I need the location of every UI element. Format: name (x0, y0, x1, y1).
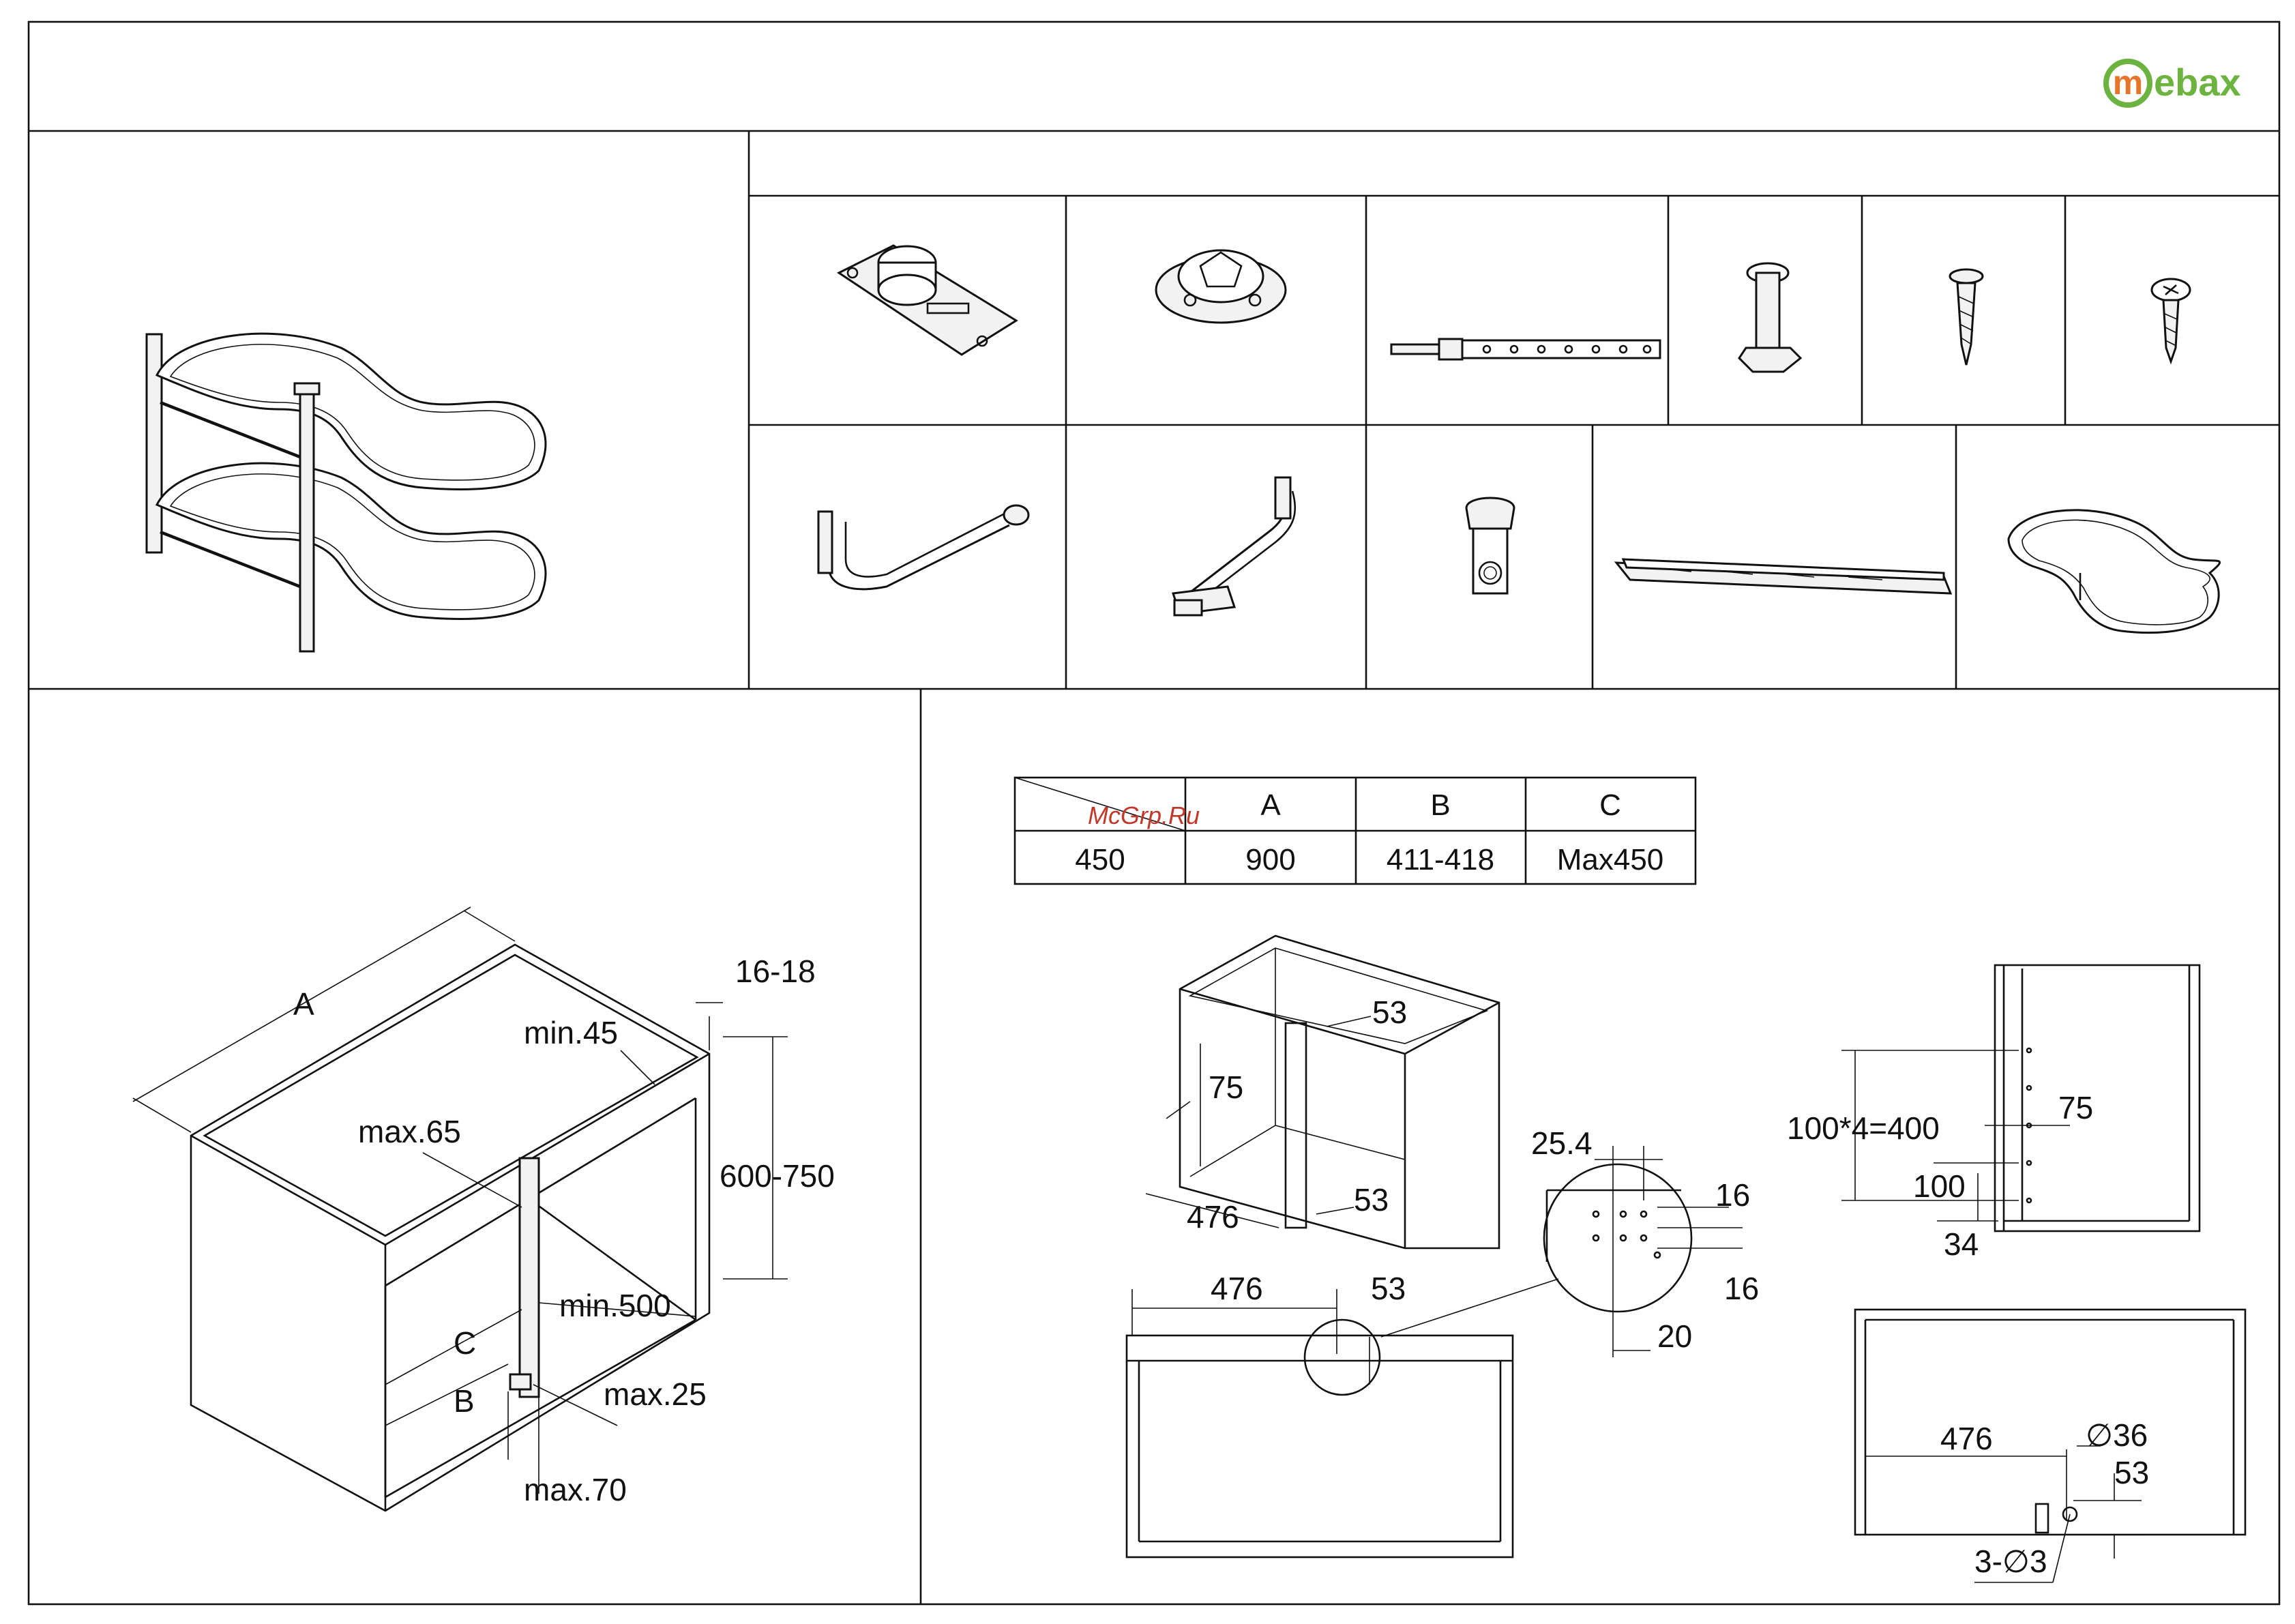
dim-min500: min.500 (559, 1288, 671, 1323)
mounting-rail-icon (1616, 559, 1951, 593)
wood-screw-icon (1950, 269, 1983, 365)
wall-post (147, 334, 162, 552)
dim-53-b: 53 (1371, 1271, 1406, 1306)
dim-20: 20 (1657, 1318, 1692, 1354)
brand-logo: m ebax (2106, 61, 2241, 105)
kidney-shelf-icon (2009, 510, 2220, 633)
dim-c: C (454, 1325, 476, 1361)
dim-476-a: 476 (1187, 1199, 1239, 1235)
curved-arm-icon (818, 505, 1028, 589)
dim-height: 600-750 (720, 1158, 835, 1194)
table-value-b: 411-418 (1387, 843, 1494, 876)
adjustable-rod-icon (1391, 339, 1660, 359)
dim-100: 100 (1913, 1168, 1966, 1204)
dim-max25: max.25 (604, 1376, 707, 1412)
table-header-c: C (1599, 788, 1621, 822)
table-value-a: 900 (1245, 843, 1295, 876)
upper-shelf (157, 334, 546, 489)
dim-d36: ∅36 (2086, 1417, 2148, 1453)
dim-b: B (454, 1383, 475, 1419)
dim-a: A (293, 986, 314, 1022)
dim-min45: min.45 (524, 1015, 618, 1050)
center-pole (300, 385, 314, 651)
detail-circle: 25.4 16 16 20 (1381, 1125, 1759, 1357)
dim-3xd3: 3-∅3 (1974, 1544, 2047, 1579)
table-header-b: B (1430, 788, 1450, 822)
logo-text: ebax (2154, 61, 2241, 104)
pole-pin-icon (1739, 263, 1801, 372)
side-view: 100*4=400 75 100 34 (1787, 965, 2200, 1262)
dim-16-b: 16 (1724, 1271, 1759, 1306)
bottom-view: 476 ∅36 53 3-∅3 (1855, 1310, 2245, 1582)
dim-25-4: 25.4 (1531, 1125, 1593, 1161)
dim-476-b: 476 (1211, 1271, 1263, 1306)
dim-max70: max.70 (524, 1472, 627, 1507)
logo-letter: m (2113, 63, 2143, 102)
dim-16-a: 16 (1715, 1177, 1750, 1213)
dim-75-r: 75 (2058, 1090, 2093, 1125)
dim-34: 34 (1944, 1226, 1979, 1262)
pivot-bracket-icon (839, 246, 1016, 355)
table-header-a: A (1260, 788, 1281, 822)
dim-53-top: 53 (1372, 994, 1407, 1030)
dim-100x4: 100*4=400 (1787, 1110, 1940, 1146)
dim-75: 75 (1209, 1069, 1243, 1105)
size-table: McGrp.Ru A B C 450 900 411-418 Max450 (1015, 778, 1696, 884)
top-view-panel: 476 53 (1127, 1271, 1513, 1557)
watermark: McGrp.Ru (1088, 801, 1200, 829)
table-value-c: Max450 (1557, 843, 1664, 876)
drilling-cabinet: 53 75 476 53 (1146, 936, 1499, 1248)
table-size: 450 (1075, 843, 1125, 876)
pan-head-screw-icon (2152, 279, 2190, 361)
dim-53-mid: 53 (1354, 1182, 1389, 1217)
dim-max65: max.65 (358, 1114, 461, 1149)
product-overview (147, 334, 546, 651)
cabinet-drawing: A 16-18 600-750 min.45 max.65 min.500 C … (133, 907, 835, 1511)
dim-476-c: 476 (1940, 1421, 1993, 1456)
pole-socket-icon (1156, 250, 1286, 323)
dim-53-c: 53 (2114, 1455, 2149, 1490)
clip-icon (1466, 498, 1514, 593)
dim-thickness: 16-18 (735, 954, 816, 989)
hinge-arm-assembly-icon (1173, 477, 1295, 615)
